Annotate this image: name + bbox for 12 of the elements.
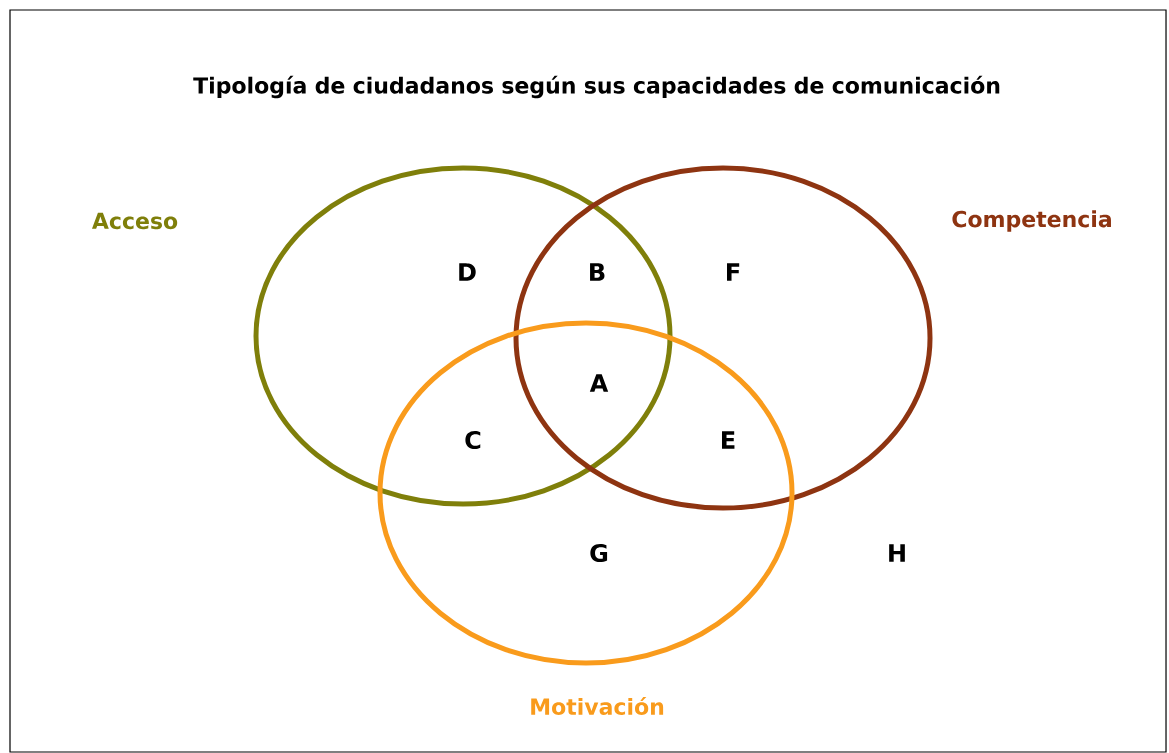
set-label: Competencia	[952, 210, 1111, 232]
region-letter: D	[459, 263, 476, 281]
region-letter: F	[727, 263, 740, 281]
set-label: Acceso	[92, 212, 178, 230]
region-letter: H	[889, 544, 905, 562]
region-letter: C	[465, 430, 481, 450]
region-letter: E	[722, 431, 735, 449]
region-letter: G	[590, 543, 608, 563]
region-letter: A	[589, 374, 609, 392]
set-label: Motivación	[531, 697, 664, 715]
title: Tipología de ciudadanos según sus capacidades de comunicación	[193, 75, 1000, 99]
region-letter: B	[590, 263, 605, 281]
